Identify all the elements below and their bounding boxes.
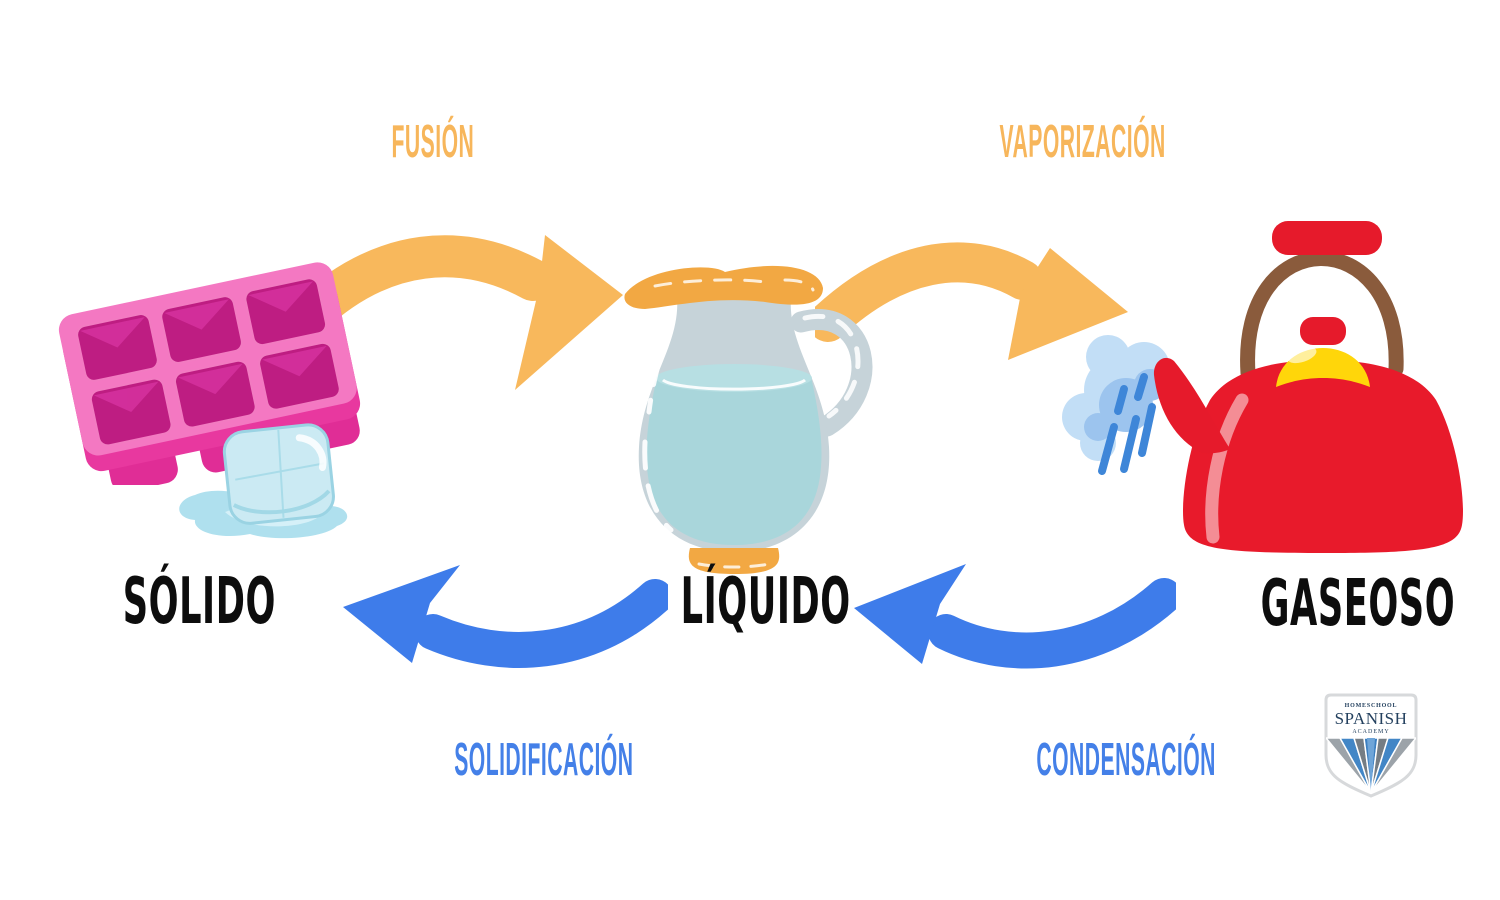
gaseoso-text: GASEOSO xyxy=(1260,567,1456,641)
melting-ice-cube-icon xyxy=(179,423,348,539)
kettle-body xyxy=(1183,360,1463,553)
label-fusion: FUSIÓN xyxy=(333,118,533,164)
fusion-arrow-icon xyxy=(293,235,623,390)
solidificacion-text: SOLIDIFICACIÓN xyxy=(454,733,634,785)
steam-icon xyxy=(1062,335,1170,475)
logo-rays xyxy=(1326,737,1416,794)
vaporizacion-arrow-icon xyxy=(815,242,1128,360)
logo-line2: SPANISH xyxy=(1335,709,1408,728)
label-solido: SÓLIDO xyxy=(60,570,330,634)
label-condensacion: CONDENSACIÓN xyxy=(931,736,1215,782)
label-solidificacion: SOLIDIFICACIÓN xyxy=(349,736,633,782)
pitcher-base xyxy=(688,548,780,574)
label-liquido: LÍQUIDO xyxy=(611,570,881,634)
kettle-knob xyxy=(1300,317,1346,345)
solido-text: SÓLIDO xyxy=(122,565,276,639)
condensacion-arrow-icon xyxy=(854,564,1176,669)
label-gaseoso: GASEOSO xyxy=(1181,572,1481,636)
logo-line1: HOMESCHOOL xyxy=(1345,703,1398,709)
solidificacion-arrow-icon xyxy=(343,565,668,668)
condensacion-text: CONDENSACIÓN xyxy=(1036,733,1216,785)
vaporizacion-text: VAPORIZACIÓN xyxy=(999,115,1166,167)
kettle-spout xyxy=(1153,357,1230,454)
water-pitcher-icon xyxy=(624,265,873,574)
fusion-text: FUSIÓN xyxy=(391,115,475,167)
pitcher-handle xyxy=(790,309,873,437)
liquido-text: LÍQUIDO xyxy=(680,565,851,639)
water xyxy=(646,377,822,545)
homeschool-spanish-academy-logo: HOMESCHOOL SPANISH ACADEMY xyxy=(1324,693,1418,798)
ice-cube-tray-icon xyxy=(58,262,361,485)
steaming-kettle-icon xyxy=(1062,221,1463,553)
label-vaporizacion: VAPORIZACIÓN xyxy=(902,118,1166,164)
kettle-grip xyxy=(1272,221,1382,255)
pitcher-rim xyxy=(624,265,823,309)
logo-line3: ACADEMY xyxy=(1352,729,1389,735)
kettle-handle xyxy=(1240,251,1404,381)
